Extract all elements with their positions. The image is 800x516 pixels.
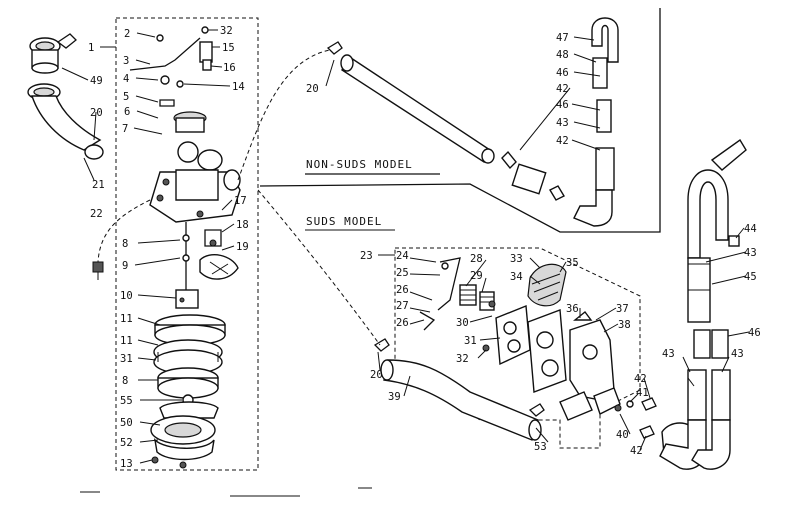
callout-33: 33 [510, 253, 523, 265]
callout-13: 13 [120, 458, 133, 470]
callout-55: 55 [120, 395, 133, 407]
part-49-coupling [29, 33, 77, 74]
callout-7: 7 [122, 123, 128, 135]
part-21-hose [27, 83, 104, 160]
suds-leaders [377, 227, 750, 451]
callout-43-right: 43 [731, 348, 744, 360]
callout-42-suds-upper: 42 [634, 373, 647, 385]
callout-10: 10 [120, 290, 133, 302]
callout-11-upper: 11 [120, 313, 133, 325]
callout-37: 37 [616, 303, 629, 315]
linkage [129, 26, 213, 107]
callout-11-lower: 11 [120, 335, 133, 347]
callout-22: 22 [90, 208, 103, 220]
callout-31-suds: 31 [464, 335, 477, 347]
callout-14: 14 [232, 81, 245, 93]
callout-20-left: 20 [90, 107, 103, 119]
callout-29: 29 [470, 270, 483, 282]
callout-4: 4 [123, 73, 129, 85]
callout-32-suds: 32 [456, 353, 469, 365]
callout-2: 2 [124, 28, 130, 40]
callout-3: 3 [123, 55, 129, 67]
callout-20-suds: 20 [370, 369, 383, 381]
callout-26-upper: 26 [396, 284, 409, 296]
callout-5: 5 [123, 91, 129, 103]
suds-section: SUDS MODEL [257, 138, 761, 470]
callout-18: 18 [236, 219, 249, 231]
callout-35: 35 [566, 257, 579, 269]
callout-43-top: 43 [556, 117, 569, 129]
bottom-cover [150, 394, 219, 469]
motor-parts [199, 229, 239, 280]
callout-20-top: 20 [306, 83, 319, 95]
callout-15: 15 [222, 42, 235, 54]
callout-24: 24 [396, 250, 409, 262]
callout-40: 40 [616, 429, 629, 441]
callout-19: 19 [236, 241, 249, 253]
callout-38: 38 [618, 319, 631, 331]
pump-body [149, 111, 241, 223]
callout-23: 23 [360, 250, 373, 262]
callout-43-upper: 43 [744, 247, 757, 259]
callout-43-left: 43 [662, 348, 675, 360]
callout-17: 17 [234, 195, 247, 207]
impeller-housing [153, 314, 226, 399]
callout-49: 49 [90, 75, 103, 87]
shaft [175, 222, 199, 309]
callout-21: 21 [92, 179, 105, 191]
callout-27: 27 [396, 300, 409, 312]
suds-model-label: SUDS MODEL [306, 215, 382, 228]
non-suds-section: NON-SUDS MODEL 47 48 46 42 [237, 8, 661, 233]
callout-52: 52 [120, 437, 133, 449]
callout-47: 47 [556, 32, 569, 44]
callout-8-lower: 8 [122, 375, 128, 387]
callout-34: 34 [510, 271, 523, 283]
callout-9: 9 [122, 260, 128, 272]
callout-46-mid: 46 [556, 99, 569, 111]
callout-39: 39 [388, 391, 401, 403]
left-leaders [61, 29, 235, 464]
callout-31: 31 [120, 353, 133, 365]
callout-6: 6 [124, 106, 130, 118]
callout-42-suds-lower: 42 [630, 445, 643, 457]
callout-25: 25 [396, 267, 409, 279]
callout-1: 1 [88, 42, 94, 54]
callout-30: 30 [456, 317, 469, 329]
pump-assembly: 1 2 3 4 5 6 7 8 9 10 11 11 31 8 55 50 52… [27, 17, 259, 471]
callout-46-top: 46 [556, 67, 569, 79]
stray-marks [80, 487, 372, 497]
non-suds-leaders [325, 36, 601, 151]
callout-28: 28 [470, 253, 483, 265]
callout-53: 53 [534, 441, 547, 453]
callout-44: 44 [744, 223, 757, 235]
callout-16: 16 [223, 62, 236, 74]
callout-8-upper: 8 [122, 238, 128, 250]
callout-41: 41 [636, 387, 649, 399]
callout-45: 45 [744, 271, 757, 283]
non-suds-model-label: NON-SUDS MODEL [306, 158, 413, 171]
part-22-plug [92, 199, 151, 280]
callout-42-mid: 42 [556, 135, 569, 147]
callout-50: 50 [120, 417, 133, 429]
callout-36: 36 [566, 303, 579, 315]
callout-42-top: 42 [556, 83, 569, 95]
callout-26-lower: 26 [396, 317, 409, 329]
callout-32-top: 32 [220, 25, 233, 37]
callout-48: 48 [556, 49, 569, 61]
callout-46-suds: 46 [748, 327, 761, 339]
